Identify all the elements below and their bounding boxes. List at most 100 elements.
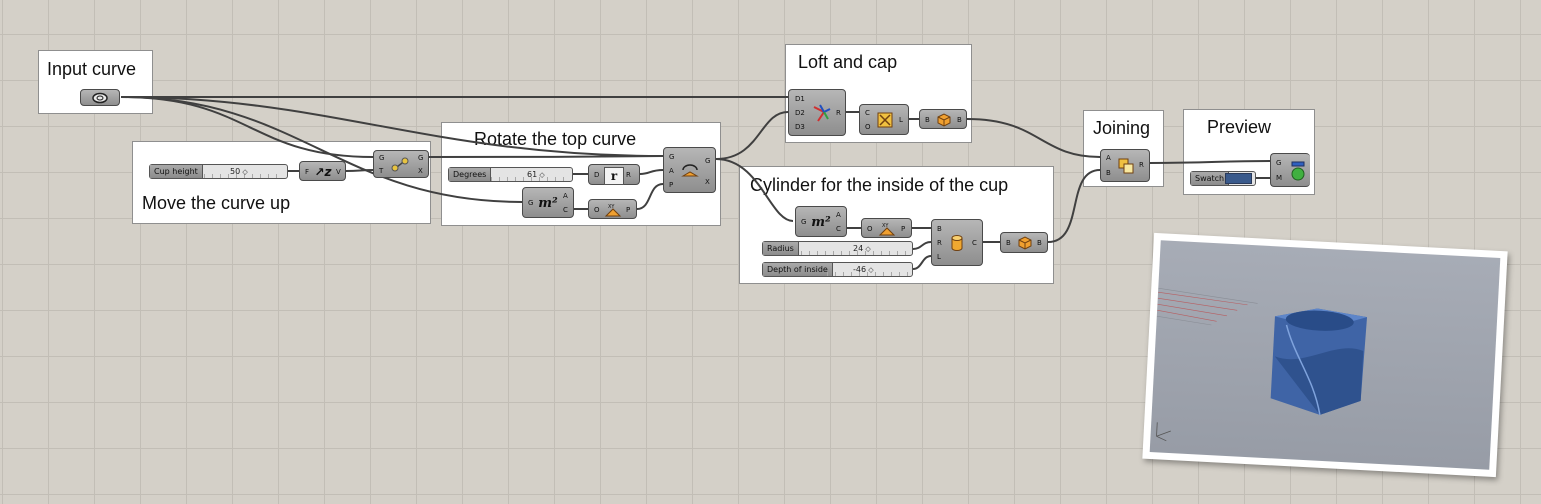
- radians-icon: r: [604, 167, 624, 185]
- wire-curve-to-area: [120, 96, 523, 203]
- move-icon: [388, 155, 412, 175]
- pin-preview-in-m[interactable]: M: [1276, 174, 1283, 182]
- pin-plane-b-in[interactable]: O: [867, 225, 873, 233]
- pin-loftopt-in-o[interactable]: O: [865, 123, 871, 131]
- custom-preview-component[interactable]: G M: [1270, 153, 1310, 187]
- group-joining[interactable]: Joining: [1083, 110, 1164, 187]
- area-icon: m²: [811, 214, 831, 230]
- slider-label-degrees: Degrees: [449, 168, 492, 181]
- pin-unitz-in[interactable]: F: [305, 168, 310, 176]
- pin-rotate-out-x[interactable]: X: [705, 178, 710, 186]
- wire-rotate-to-loft: [715, 111, 789, 160]
- cap-holes-component[interactable]: B B: [919, 109, 967, 129]
- pin-cyl-in-l[interactable]: L: [937, 253, 941, 261]
- pin-diff-in-a[interactable]: A: [1106, 154, 1111, 162]
- pin-move-in-g[interactable]: G: [379, 154, 385, 162]
- area-component-b[interactable]: G m² A C: [795, 206, 847, 237]
- pin-cyl-in-b[interactable]: B: [937, 225, 942, 233]
- viewport-3d[interactable]: [1149, 240, 1501, 470]
- group-title-rotate: Rotate the top curve: [474, 129, 637, 149]
- pin-flip-in[interactable]: B: [1006, 239, 1011, 247]
- slider-label-radius: Radius: [763, 242, 799, 255]
- group-title-input-curve: Input curve: [47, 59, 137, 79]
- axis-gizmo: [1156, 422, 1171, 442]
- slider-radius[interactable]: Radius 24: [762, 241, 913, 256]
- pin-cyl-in-r[interactable]: R: [937, 239, 942, 247]
- xy-plane-icon: XY: [602, 201, 624, 218]
- pin-rotate-in-a[interactable]: A: [669, 167, 674, 175]
- rotate-component[interactable]: G A P G X: [663, 147, 716, 193]
- pin-loft-in-d2[interactable]: D2: [795, 109, 805, 117]
- pin-diff-in-b[interactable]: B: [1106, 169, 1111, 177]
- pin-loft-in-d1[interactable]: D1: [795, 95, 805, 103]
- pin-preview-in-g[interactable]: G: [1276, 159, 1282, 167]
- pin-loft-in-d3[interactable]: D3: [795, 123, 805, 131]
- pin-rotate-in-p[interactable]: P: [669, 181, 674, 189]
- pin-cyl-out-c[interactable]: C: [972, 239, 977, 247]
- pin-radians-in[interactable]: D: [594, 171, 600, 179]
- pin-plane-b-out[interactable]: P: [901, 225, 906, 233]
- pin-move-out-x[interactable]: X: [418, 167, 423, 175]
- group-title-loft: Loft and cap: [798, 52, 898, 72]
- pin-area-b-in[interactable]: G: [801, 218, 807, 226]
- loft-component[interactable]: D1 D2 D3 R: [788, 89, 846, 136]
- pin-diff-out-r[interactable]: R: [1139, 161, 1144, 169]
- color-swatch[interactable]: Swatch: [1190, 171, 1256, 186]
- pin-area-b-out-c[interactable]: C: [836, 225, 841, 233]
- brep-flip-component[interactable]: B B: [1000, 232, 1048, 253]
- pin-area-a-in[interactable]: G: [528, 199, 534, 207]
- group-title-joining: Joining: [1093, 118, 1151, 138]
- pin-cap-in[interactable]: B: [925, 116, 930, 124]
- pin-area-a-out-a[interactable]: A: [563, 192, 568, 200]
- pin-move-in-t[interactable]: T: [379, 167, 384, 175]
- xy-plane-component-a[interactable]: O XY P: [588, 199, 637, 219]
- pin-flip-out[interactable]: B: [1037, 239, 1042, 247]
- slider-degrees[interactable]: Degrees 61: [448, 167, 573, 182]
- slider-value-radius: 24: [853, 244, 871, 254]
- swatch-color[interactable]: [1225, 173, 1252, 184]
- pin-plane-a-out[interactable]: P: [626, 206, 631, 214]
- pin-area-a-out-c[interactable]: C: [563, 206, 568, 214]
- viewport-scene: [1156, 287, 1368, 442]
- slider-label-cup-height: Cup height: [150, 165, 203, 178]
- area-icon: m²: [538, 195, 558, 211]
- wire-cap-to-diff: [966, 118, 1101, 158]
- cap-holes-icon: [1015, 234, 1035, 251]
- pin-move-out-g[interactable]: G: [418, 154, 424, 162]
- pin-radians-out[interactable]: R: [626, 171, 631, 179]
- wire-curve-to-move: [120, 96, 374, 158]
- group-title-cylinder: Cylinder for the inside of the cup: [750, 175, 1009, 195]
- solid-difference-icon: [1115, 155, 1137, 177]
- pin-loftopt-out-l[interactable]: L: [899, 116, 903, 124]
- pin-cap-out[interactable]: B: [957, 116, 962, 124]
- solid-difference-component[interactable]: A B R: [1100, 149, 1150, 182]
- custom-preview-icon: [1285, 159, 1309, 183]
- svg-text:XY: XY: [608, 204, 615, 210]
- wire-move-to-rotate: [428, 155, 664, 158]
- pin-loftopt-in-c[interactable]: C: [865, 109, 870, 117]
- pin-area-b-out-a[interactable]: A: [836, 211, 841, 219]
- pin-unitz-out[interactable]: V: [336, 168, 341, 176]
- pin-plane-a-in[interactable]: O: [594, 206, 600, 214]
- pin-rotate-in-g[interactable]: G: [669, 153, 675, 161]
- area-component-a[interactable]: G m² A C: [522, 187, 574, 218]
- loft-icon: [811, 102, 833, 124]
- cylinder-component[interactable]: B R L C: [931, 219, 983, 266]
- wire-rotate-to-area-b: [715, 158, 794, 222]
- move-component[interactable]: G T G X: [373, 150, 429, 178]
- xy-plane-component-b[interactable]: O XY P: [861, 218, 912, 238]
- radians-component[interactable]: D r R: [588, 164, 640, 185]
- pin-rotate-out-g[interactable]: G: [705, 157, 711, 165]
- viewport-preview[interactable]: [1142, 232, 1508, 478]
- curve-parameter[interactable]: [80, 89, 120, 106]
- loft-options-icon: [874, 110, 896, 130]
- pin-loft-out-r[interactable]: R: [836, 109, 841, 117]
- svg-text:XY: XY: [882, 223, 889, 229]
- unit-z-component[interactable]: F ↗z V: [299, 161, 346, 181]
- rotate-icon: [678, 160, 702, 182]
- slider-depth[interactable]: Depth of inside -46: [762, 262, 913, 277]
- xy-plane-icon: XY: [876, 220, 898, 237]
- slider-cup-height[interactable]: Cup height 50: [149, 164, 288, 179]
- loft-options-component[interactable]: C O L: [859, 104, 909, 135]
